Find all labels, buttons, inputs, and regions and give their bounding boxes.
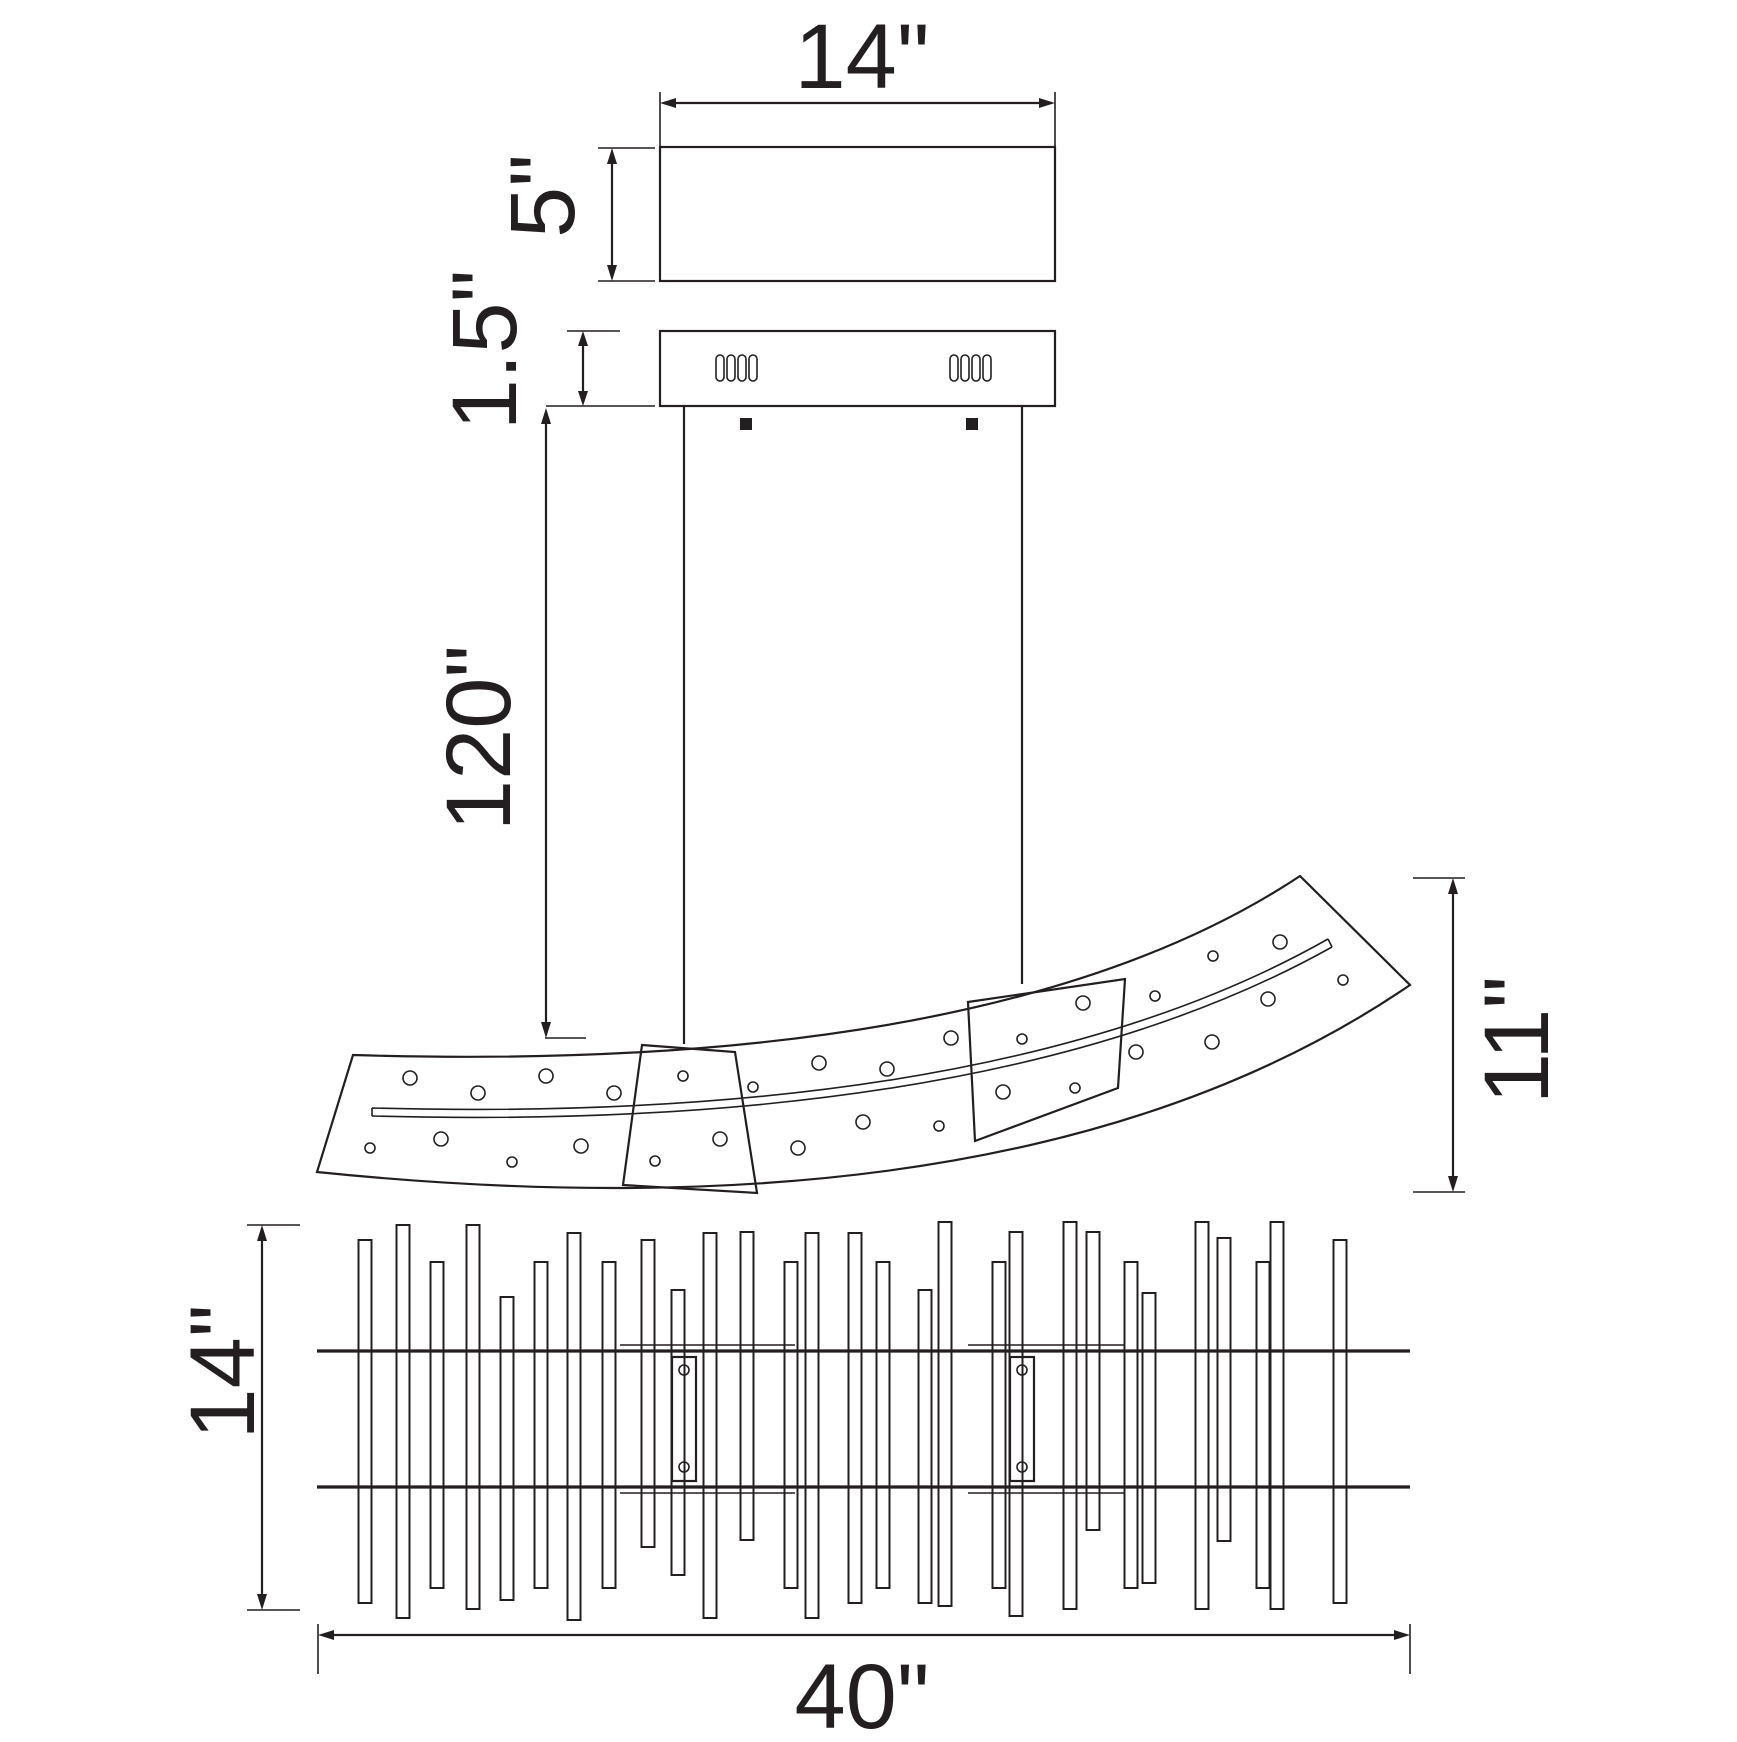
crystal-rod [1332, 1239, 1348, 1604]
clamp-panel-left [621, 1043, 759, 1195]
fixture-depth-label: 14" [172, 1305, 274, 1440]
fixture-depth-dimension: 14" [172, 1224, 300, 1611]
crystal-rod [847, 1232, 863, 1604]
crystal-rod [702, 1232, 718, 1619]
crystal-rod [783, 1261, 799, 1589]
crystal-rod [875, 1261, 891, 1589]
drop-length-label: 120" [428, 645, 530, 831]
crystal-rod [566, 1232, 582, 1621]
fixture-side-view [315, 874, 1412, 1195]
crystal-rod [533, 1261, 549, 1589]
crystal-rod [1123, 1261, 1139, 1589]
crystal-dots [364, 934, 1349, 1168]
fixture-height-label: 11" [1466, 976, 1568, 1104]
crystal-rod [1008, 1231, 1024, 1617]
mounting-plate [658, 329, 1057, 430]
crystal-rod [1085, 1231, 1101, 1531]
crystal-rod [1141, 1292, 1157, 1584]
crystal-rod [937, 1221, 953, 1607]
crystal-rod [1062, 1221, 1078, 1610]
crystal-rod [991, 1261, 1007, 1589]
plate-height-label: 1.5" [434, 270, 536, 431]
canopy-box [658, 145, 1057, 283]
crystal-rod [1255, 1261, 1271, 1589]
crystal-rod [640, 1239, 656, 1548]
crystal-rod [917, 1289, 933, 1604]
crystal-rod [739, 1231, 755, 1541]
crystal-rod [465, 1224, 481, 1610]
clamp-panel-right [966, 977, 1127, 1143]
fixture-top-view [317, 1221, 1410, 1621]
crystal-rod [1269, 1221, 1285, 1610]
fixture-length-dimension: 40" [317, 1624, 1411, 1742]
crystal-rod [804, 1232, 820, 1619]
canopy-width-dimension: 14" [659, 6, 1056, 148]
canopy-width-label: 14" [795, 6, 930, 108]
slot-group-left [715, 354, 758, 382]
fixture-length-label: 40" [795, 1646, 930, 1737]
crystal-rod [429, 1261, 445, 1589]
crystal-rod [499, 1296, 515, 1601]
canopy-height-dimension: 5" [492, 147, 655, 282]
crystal-rods [357, 1221, 1348, 1621]
crystal-rod [1216, 1237, 1232, 1542]
plate-height-dimension: 1.5" [434, 270, 655, 431]
crystal-rod [670, 1289, 686, 1576]
fixture-height-dimension: 11" [1413, 877, 1568, 1193]
crystal-rod [601, 1261, 617, 1589]
slot-group-right [949, 354, 992, 382]
drop-length-dimension: 120" [428, 408, 586, 1039]
crystal-rod [395, 1224, 411, 1619]
canopy-height-label: 5" [492, 154, 594, 238]
crystal-rod [357, 1239, 373, 1604]
crystal-rod [1194, 1221, 1210, 1610]
